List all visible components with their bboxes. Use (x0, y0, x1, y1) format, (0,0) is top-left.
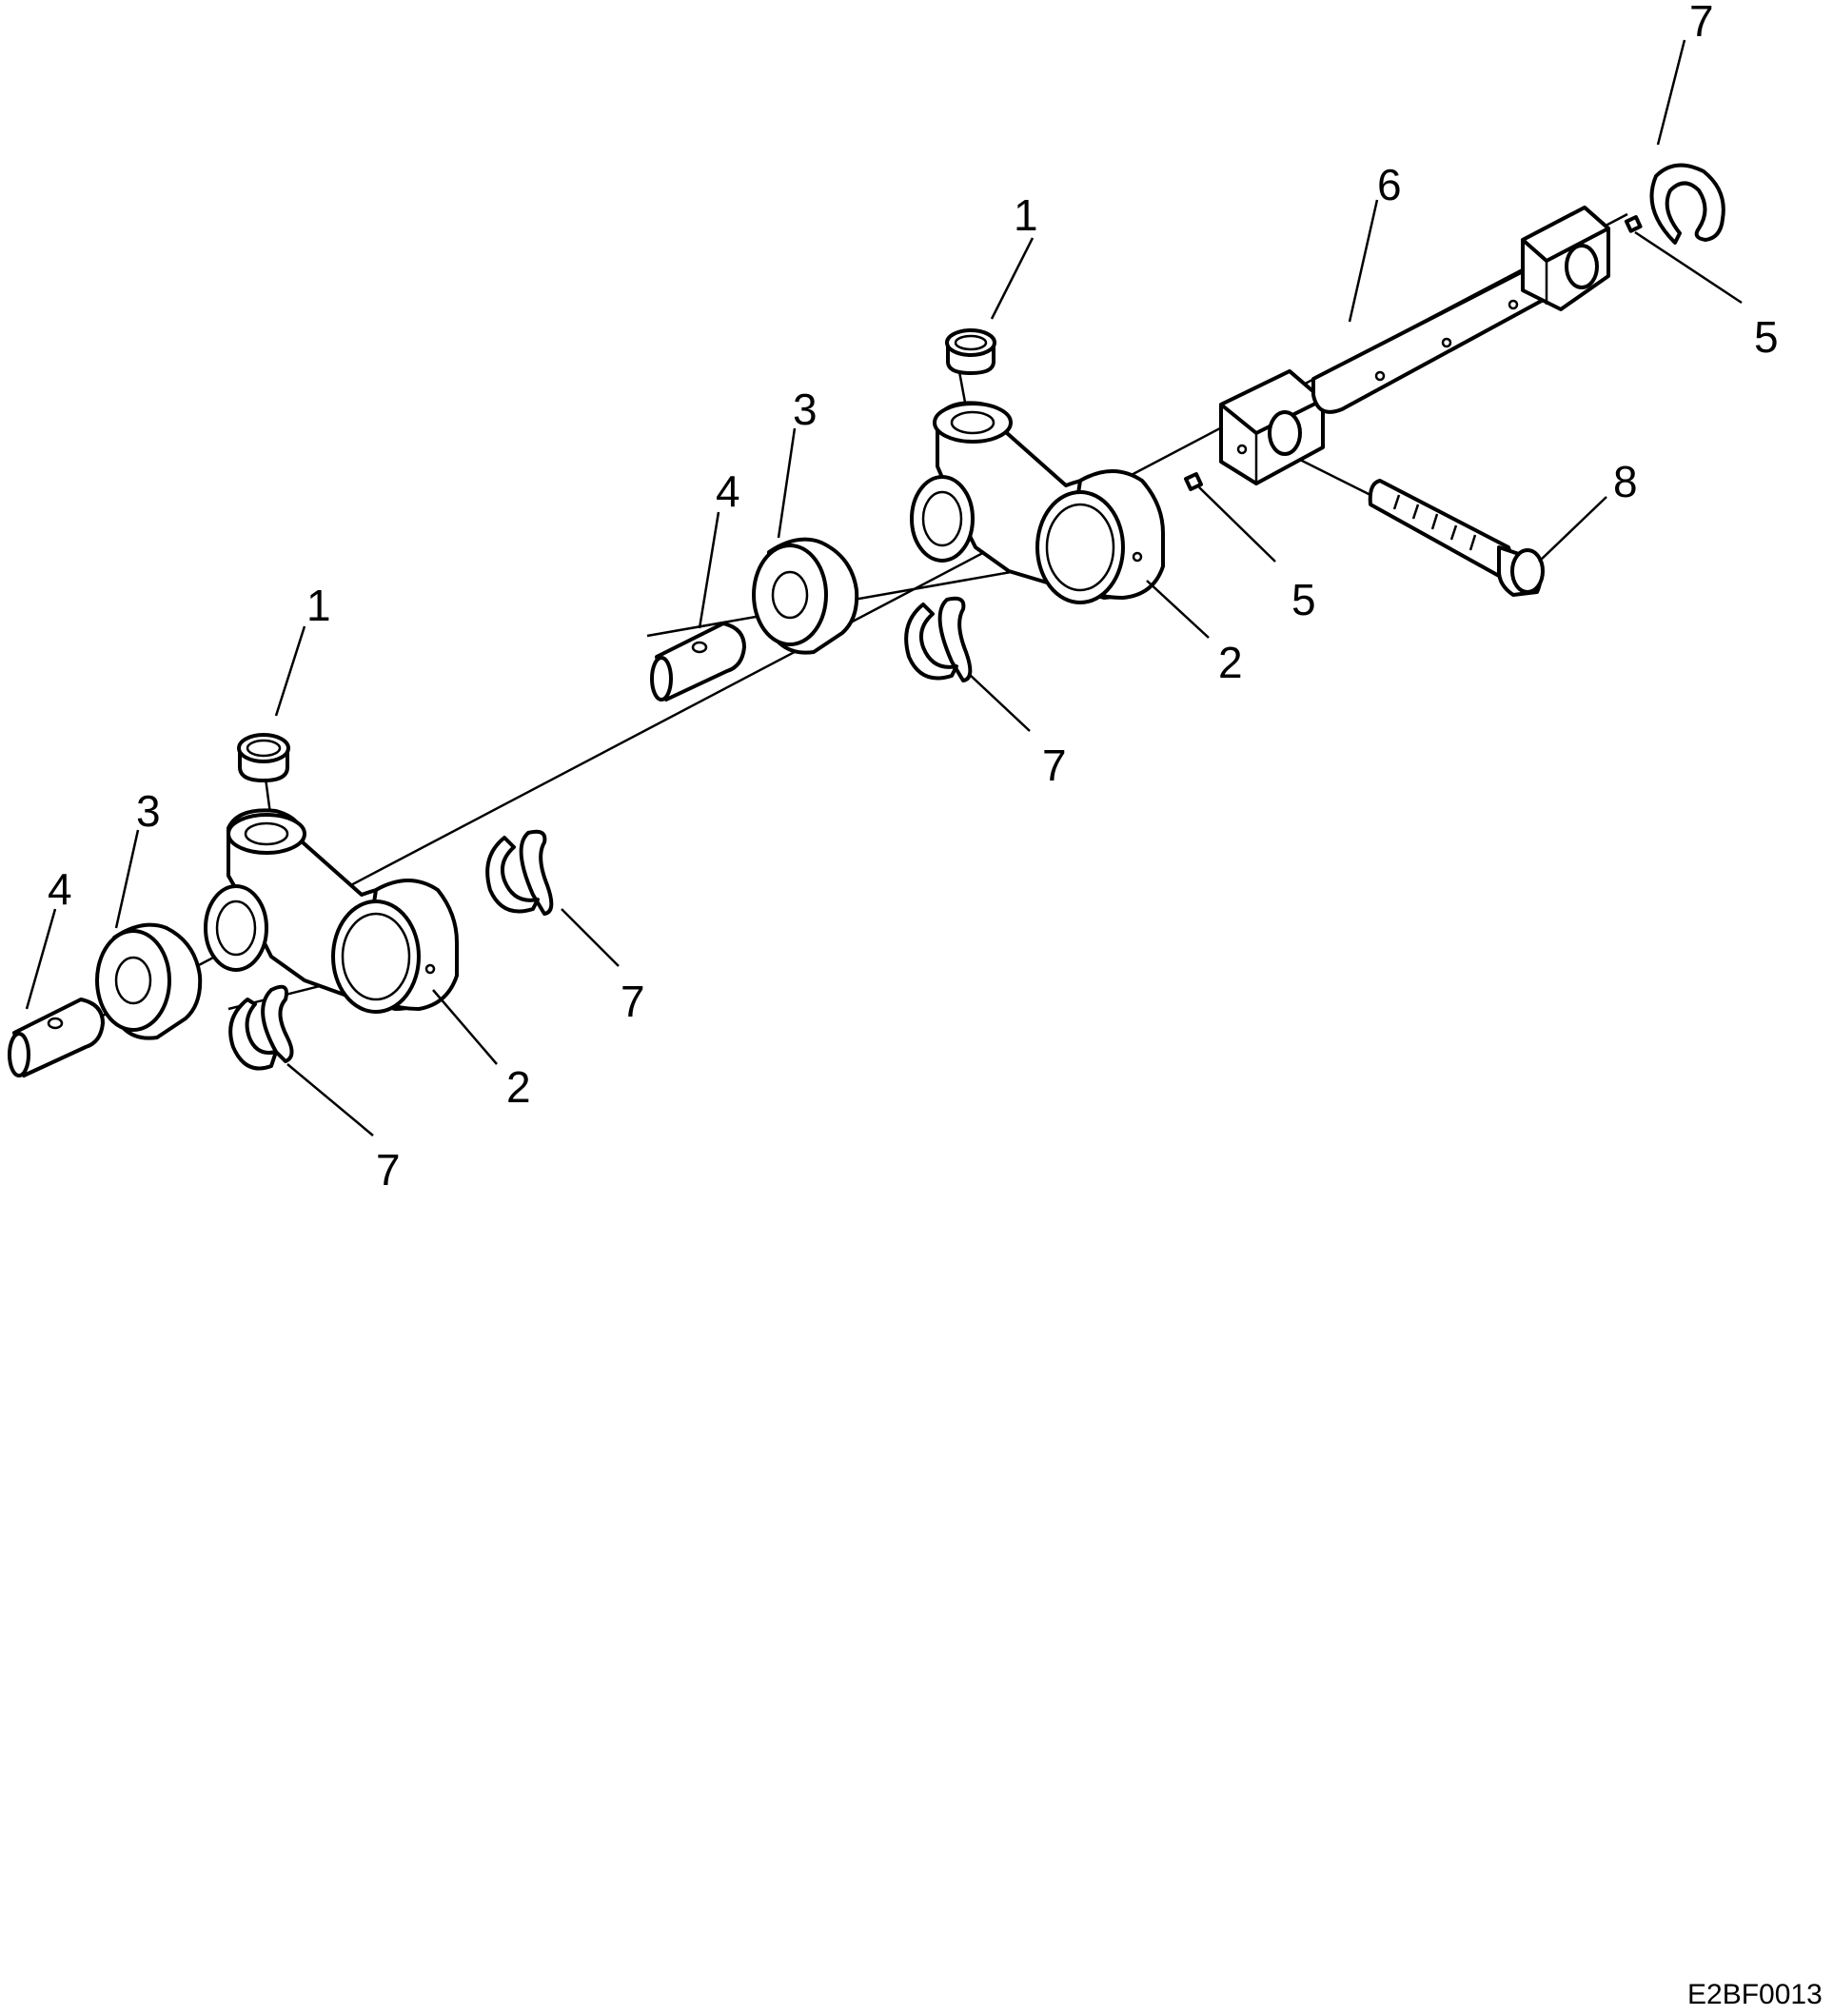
callout-labels: 1 1 2 2 3 3 4 4 5 5 6 7 7 7 7 8 (48, 0, 1779, 1195)
right-assembly (650, 328, 1203, 702)
bolt (1368, 479, 1545, 597)
set-screw-right (1624, 215, 1643, 233)
grease-cap-left (237, 733, 290, 782)
circlip-right-mid (904, 596, 973, 682)
callout-3-right: 3 (793, 385, 818, 434)
callout-7-mid-right: 7 (1042, 741, 1067, 790)
callout-7-top: 7 (1689, 0, 1714, 46)
callout-1-left: 1 (306, 581, 331, 630)
callout-7-bottom-left: 7 (376, 1145, 401, 1195)
callout-2-right: 2 (1218, 638, 1243, 687)
callout-5-mid: 5 (1291, 575, 1316, 624)
rod-assembly (1219, 163, 1725, 597)
circlip-right-top (1649, 163, 1725, 245)
callout-6: 6 (1377, 160, 1402, 209)
callout-8: 8 (1613, 457, 1638, 506)
leader-lines (25, 39, 1743, 1136)
callout-2-left: 2 (506, 1062, 531, 1112)
callout-3-left: 3 (136, 786, 161, 836)
figure-code: E2BF0013 (1687, 1979, 1823, 2010)
rod-end-block-left (1219, 369, 1325, 485)
bushing-right (752, 537, 859, 655)
pin-left (8, 998, 105, 1077)
circlip-left-lower (228, 984, 294, 1071)
pin-right (650, 622, 746, 702)
set-screw-mid (1184, 472, 1203, 491)
callout-4-left: 4 (48, 864, 72, 914)
left-assembly (8, 733, 554, 1077)
callout-4-right: 4 (716, 466, 740, 516)
grease-cap-right (945, 328, 996, 375)
bracket-arm-left (204, 808, 459, 1014)
rod-end-block-right (1521, 206, 1610, 311)
callout-5-right: 5 (1754, 312, 1779, 362)
bushing-left (95, 922, 203, 1040)
callout-1-right: 1 (1014, 190, 1038, 240)
circlip-left-upper (485, 829, 554, 916)
callout-7-mid-left: 7 (621, 977, 645, 1026)
bracket-arm-right (910, 401, 1165, 604)
